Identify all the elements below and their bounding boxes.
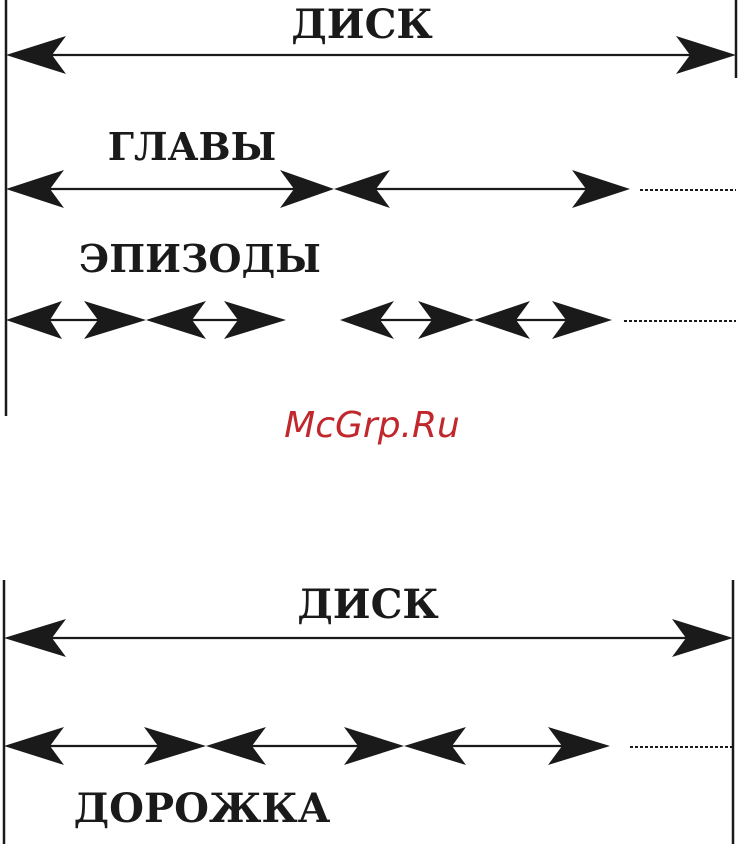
track-1-arrow <box>4 727 206 765</box>
track-2-arrow <box>206 727 404 765</box>
bottom-diagram: ДИСК ДОРОЖКА <box>4 580 733 844</box>
episodes-label: ЭПИЗОДЫ <box>79 236 321 281</box>
watermark-text: McGrp.Ru <box>284 405 460 446</box>
episode-4-arrow <box>474 301 612 339</box>
episode-2-arrow <box>146 301 286 339</box>
episode-3-arrow <box>340 301 474 339</box>
top-disc-label: ДИСК <box>291 1 433 48</box>
chapter-1-arrow <box>6 170 334 208</box>
top-diagram: ДИСК ГЛАВЫ ЭПИЗОДЫ <box>6 0 736 416</box>
episode-1-arrow <box>6 301 146 339</box>
bottom-disc-label: ДИСК <box>297 581 439 628</box>
chapter-2-arrow <box>334 170 630 208</box>
track-3-arrow <box>404 727 610 765</box>
chapters-label: ГЛАВЫ <box>108 124 277 169</box>
track-label: ДОРОЖКА <box>74 785 331 832</box>
